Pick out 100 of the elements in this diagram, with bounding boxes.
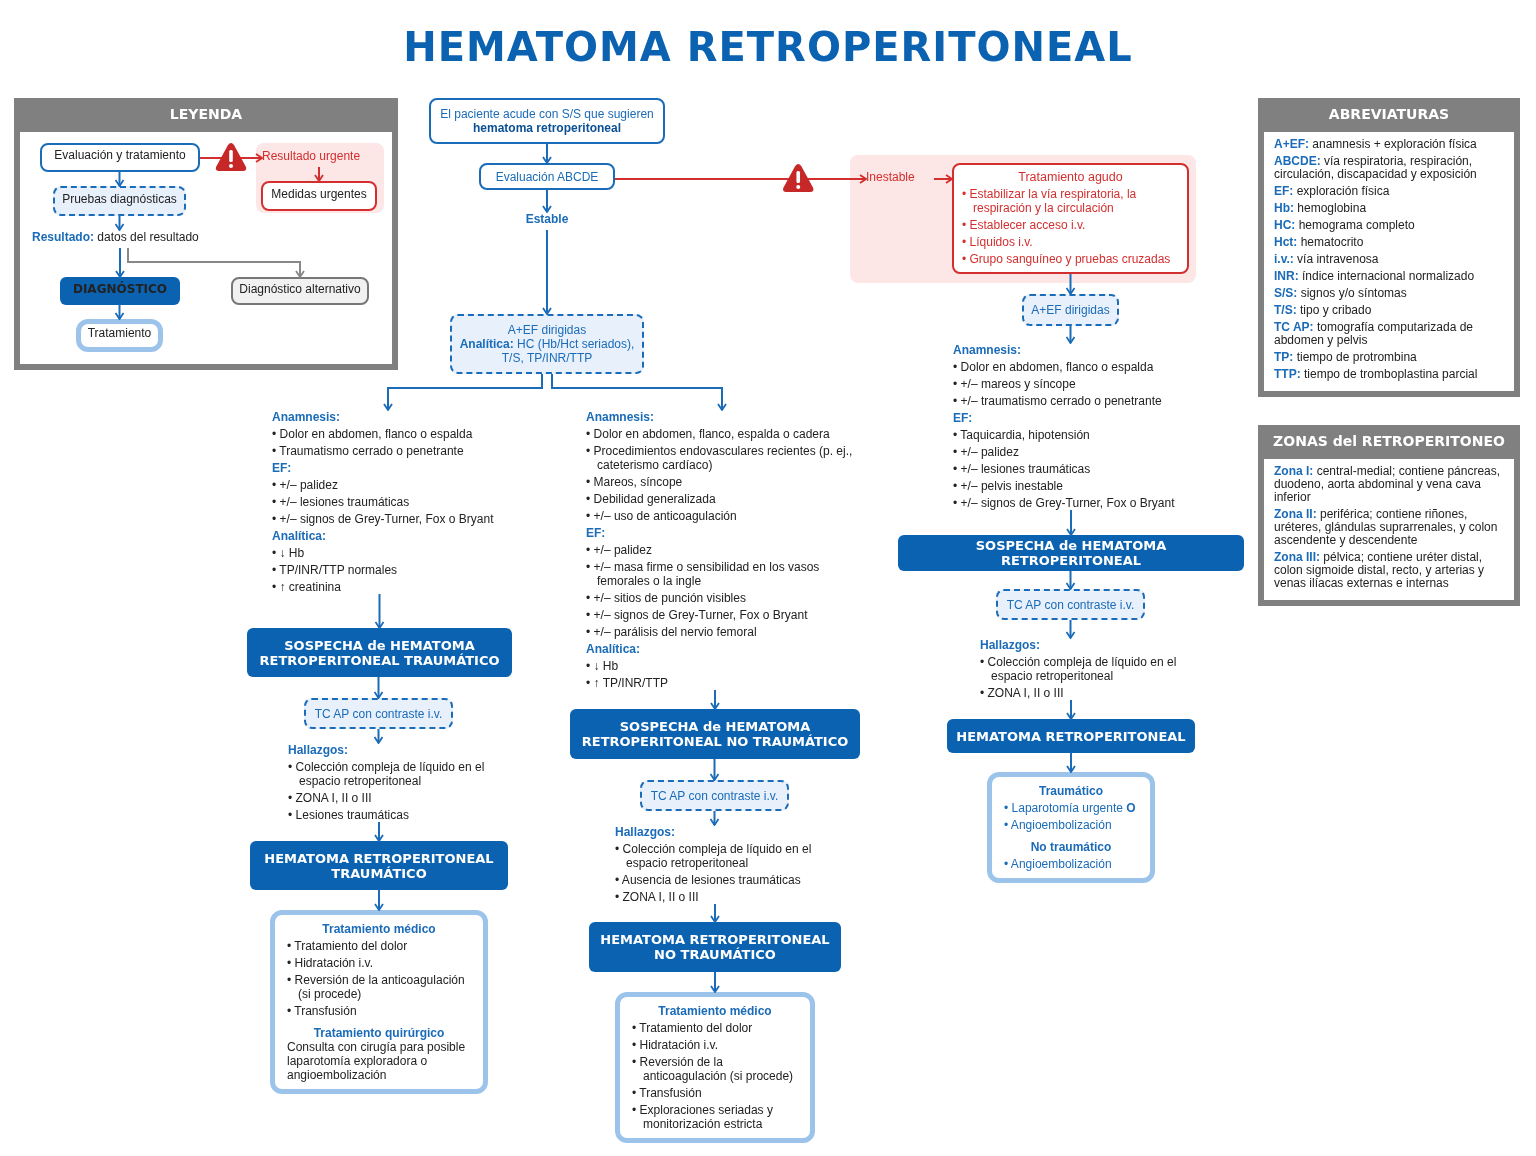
bullet-item: • ZONA I, II o III bbox=[288, 791, 373, 805]
arrow bbox=[373, 676, 384, 699]
node-text: i.v.: vía intravenosa bbox=[1274, 253, 1380, 266]
section-heading: Tratamiento médico bbox=[321, 922, 437, 936]
section-heading: Hallazgos: bbox=[288, 743, 349, 757]
arrow bbox=[373, 728, 384, 744]
bullet-item: • Establecer acceso i.v. bbox=[962, 218, 1087, 232]
node-text: Zona II: periférica; contiene riñones, uréteres, glándulas suprarrenales, y colon ascendente y descendente bbox=[1274, 508, 1499, 547]
arrow bbox=[115, 247, 125, 278]
bullet-item: • +/– traumatismo cerrado o penetrante bbox=[953, 394, 1163, 408]
node-text: El paciente acude con S/S que sugieren hematoma retroperitoneal bbox=[439, 107, 655, 135]
treatment-box bbox=[987, 772, 1155, 883]
bullet-item: • ↑ creatinina bbox=[272, 580, 342, 594]
node-text: Hb: hemoglobina bbox=[1274, 202, 1368, 215]
flow-label: Inestable bbox=[866, 170, 934, 188]
bullet-item: • ZONA I, II o III bbox=[980, 686, 1065, 700]
bullet-item: • +/– palidez bbox=[272, 478, 339, 492]
node-text: A+EF dirigidas bbox=[1030, 303, 1111, 317]
node-text: Evaluación y tratamiento bbox=[53, 149, 187, 162]
test-box bbox=[53, 186, 186, 216]
section-heading: EF: bbox=[586, 526, 607, 540]
bullet-item: • TP/INR/TTP normales bbox=[272, 563, 399, 577]
arrow bbox=[709, 758, 720, 781]
node-text: HEMATOMA RETROPERITONEAL bbox=[955, 728, 1187, 744]
arrow bbox=[114, 171, 125, 187]
bullet-item: • Grupo sanguíneo y pruebas cruzadas bbox=[962, 252, 1172, 266]
bullet-item: • +/– palidez bbox=[586, 543, 653, 557]
node-text: SOSPECHA de HEMATOMA RETROPERITONEAL TRAUMÁTICO bbox=[258, 637, 501, 668]
bullet-item: • ↑ TP/INR/TTP bbox=[586, 676, 669, 690]
arrow bbox=[710, 971, 720, 993]
process-box bbox=[479, 163, 615, 190]
bullet-item: • +/– uso de anticoagulación bbox=[586, 509, 738, 523]
info-panel bbox=[1258, 98, 1520, 397]
urgent-box bbox=[261, 181, 377, 211]
bullet-item: • Tratamiento del dolor bbox=[287, 939, 409, 953]
bullet-item: • +/– palidez bbox=[953, 445, 1020, 459]
node-text: HEMATOMA RETROPERITONEAL NO TRAUMÁTICO bbox=[599, 932, 831, 962]
treatment-box bbox=[270, 910, 488, 1094]
arrow bbox=[1065, 273, 1076, 295]
bullet-item: • +/– mareos y síncope bbox=[953, 377, 1077, 391]
arrow bbox=[709, 810, 720, 826]
node-text: Analítica: HC (Hb/Hct seriados), T/S, TP/INR/TTP bbox=[458, 337, 636, 365]
section-heading: Hallazgos: bbox=[615, 825, 676, 839]
bullet-item: • +/– signos de Grey-Turner, Fox o Bryant bbox=[953, 496, 1176, 510]
diagnosis-box bbox=[589, 922, 841, 972]
arrow bbox=[199, 153, 263, 163]
node-text: A+EF dirigidas bbox=[506, 323, 588, 337]
bullet-item: • Hidratación i.v. bbox=[632, 1038, 719, 1052]
process-box bbox=[429, 98, 665, 144]
diagram-title: HEMATOMA RETROPERITONEAL bbox=[403, 23, 1133, 72]
arrow bbox=[614, 174, 867, 184]
arrow bbox=[374, 821, 384, 842]
section-heading: Anamnesis: bbox=[272, 410, 342, 424]
bullet-item: • Estabilizar la vía respiratoria, la respiración y la circulación bbox=[962, 187, 1138, 215]
node-text: T/S: tipo y cribado bbox=[1274, 304, 1373, 317]
node-text: EF: exploración física bbox=[1274, 185, 1391, 198]
bullet-item: • +/– pelvis inestable bbox=[953, 479, 1064, 493]
arrow bbox=[374, 593, 385, 629]
node-text: TTP: tiempo de tromboplastina parcial bbox=[1274, 368, 1479, 381]
arrow bbox=[314, 166, 324, 182]
bullet-item: • Transfusión bbox=[287, 1004, 358, 1018]
arrow bbox=[542, 229, 552, 315]
bullet-item: • Dolor en abdomen, flanco, espalda o cadera bbox=[586, 427, 831, 441]
bullet-item: • Tratamiento del dolor bbox=[632, 1021, 754, 1035]
test-box bbox=[304, 698, 453, 729]
node-text: HC: hemograma completo bbox=[1274, 219, 1416, 232]
arrow bbox=[1066, 509, 1076, 536]
diagnosis-box bbox=[947, 719, 1195, 753]
node-text: TC AP con contraste i.v. bbox=[313, 706, 444, 721]
arrow bbox=[383, 373, 543, 411]
arrow bbox=[1066, 752, 1076, 773]
process-box bbox=[40, 143, 200, 172]
bullet-item: • Exploraciones seriadas y monitorización estricta bbox=[632, 1103, 774, 1131]
node-text: Consulta con cirugía para posible laparotomía exploradora o angioembolización bbox=[287, 1040, 467, 1082]
bullet-item: • Dolor en abdomen, flanco o espalda bbox=[953, 360, 1155, 374]
arrow bbox=[542, 143, 552, 164]
bullet-item: • Taquicardia, hipotensión bbox=[953, 428, 1091, 442]
section-heading: Tratamiento agudo bbox=[1017, 170, 1124, 184]
bullet-item: • Laparotomía urgente O bbox=[1004, 801, 1137, 815]
node-text: Zona I: central-medial; contiene páncreas, duodeno, aorta abdominal y vena cava inferior bbox=[1274, 465, 1502, 504]
bullet-item: • Procedimientos endovasculares recientes (p. ej., cateterismo cardíaco) bbox=[586, 444, 854, 472]
node-text: TC AP con contraste i.v. bbox=[1005, 597, 1136, 612]
bullet-item: • Traumatismo cerrado o penetrante bbox=[272, 444, 465, 458]
node-text: DIAGNÓSTICO bbox=[71, 282, 169, 296]
bullet-item: • Colección compleja de líquido en el espacio retroperitoneal bbox=[615, 842, 813, 870]
test-box bbox=[640, 780, 789, 811]
node-text: Evaluación ABCDE bbox=[494, 169, 600, 184]
bullet-item: • Debilidad generalizada bbox=[586, 492, 717, 506]
bullet-item: • Colección compleja de líquido en el espacio retroperitoneal bbox=[980, 655, 1178, 683]
info-panel bbox=[1258, 425, 1520, 606]
section-heading: No traumático bbox=[1029, 840, 1113, 854]
bullet-item: • Lesiones traumáticas bbox=[288, 808, 410, 822]
bullet-item: • ↓ Hb bbox=[586, 659, 620, 673]
urgent-area bbox=[850, 155, 1196, 283]
arrow bbox=[1065, 570, 1076, 590]
arrow bbox=[551, 373, 727, 411]
section-heading: Tratamiento quirúrgico bbox=[312, 1026, 446, 1040]
bullet-item: • ↓ Hb bbox=[272, 546, 306, 560]
panel-heading: ABREVIATURAS bbox=[1327, 105, 1451, 124]
node-text: Diagnóstico alternativo bbox=[239, 282, 361, 296]
